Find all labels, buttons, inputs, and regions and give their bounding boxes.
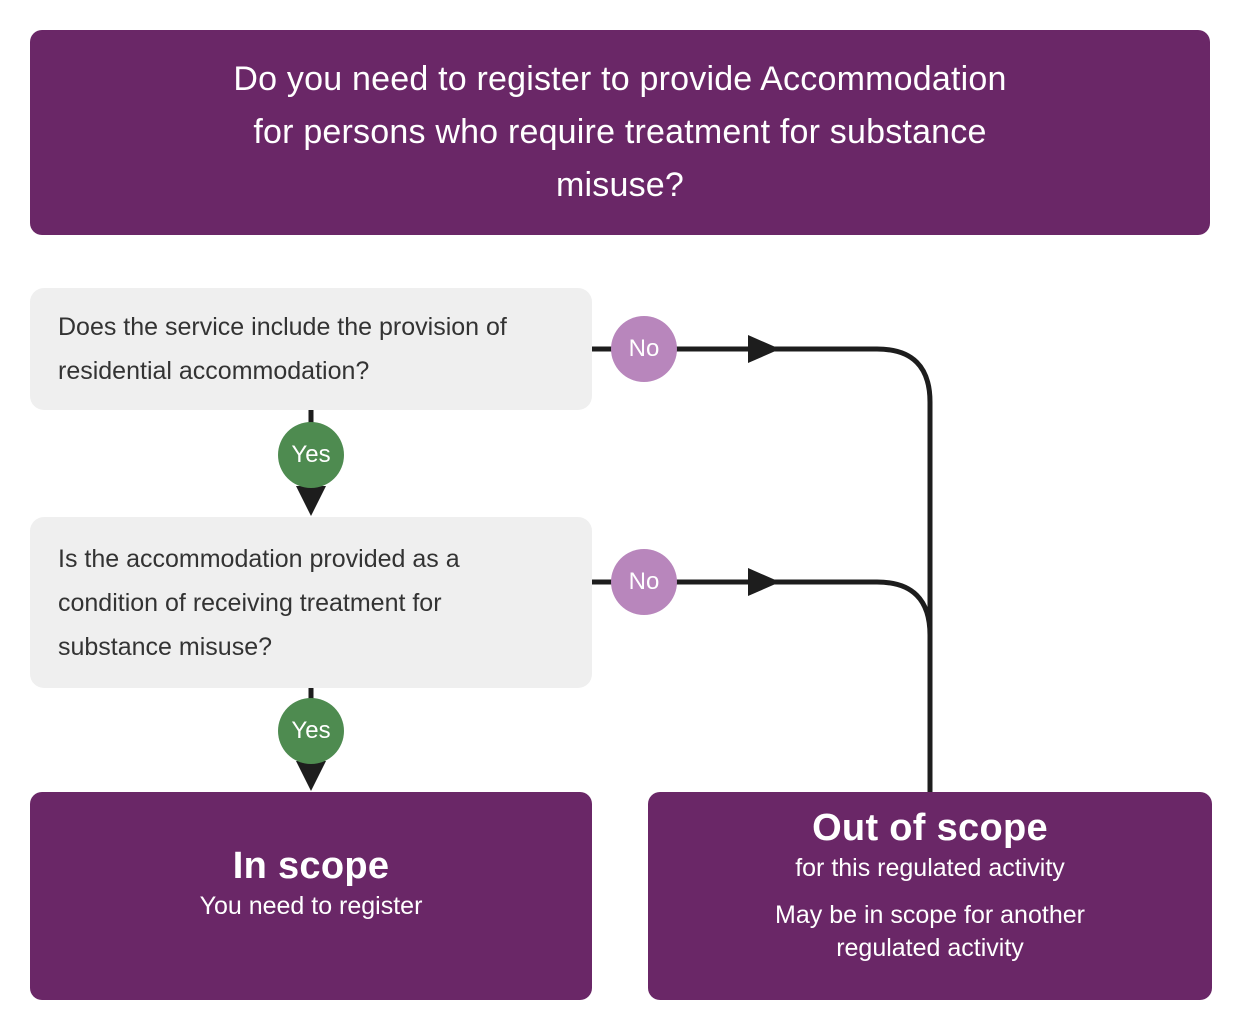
flowchart-title: Do you need to register to provide Accom… <box>30 30 1210 235</box>
decision-yes-badge-2: Yes <box>278 698 344 764</box>
question-2-text: Is the accommodation provided as a <box>58 544 460 573</box>
no-path-1 <box>592 346 933 792</box>
flowchart-title-line: for persons who require treatment for su… <box>253 113 987 151</box>
out-of-scope-note-line: regulated activity <box>836 934 1024 962</box>
in-scope-title: In scope <box>232 845 390 887</box>
arrowhead-no-2 <box>748 568 780 596</box>
decision-yes-label: Yes <box>291 717 331 744</box>
out-of-scope-note: May be in scope for another regulated ac… <box>775 899 1085 965</box>
question-1-text: Does the service include the provision o… <box>58 313 507 341</box>
no-path-2 <box>592 579 933 636</box>
question-box-2: Is the accommodation provided as a condi… <box>30 517 592 688</box>
flowchart-title-line: Do you need to register to provide Accom… <box>233 60 1007 98</box>
arrowhead-no-1 <box>748 335 780 363</box>
decision-no-badge-1: No <box>611 316 677 382</box>
outcome-out-of-scope: Out of scope for this regulated activity… <box>648 792 1212 1000</box>
arrowhead-yes-1 <box>296 486 326 516</box>
flowchart-title-line: misuse? <box>555 166 684 204</box>
decision-yes-badge-1: Yes <box>278 422 344 488</box>
outcome-in-scope: In scope You need to register <box>30 792 592 1000</box>
out-of-scope-note-line: May be in scope for another <box>775 901 1085 929</box>
decision-no-badge-2: No <box>611 549 677 615</box>
question-2-text: condition of receiving treatment for <box>58 588 442 617</box>
decision-no-label: No <box>628 568 660 595</box>
decision-no-label: No <box>628 335 660 362</box>
question-1-text: residential accommodation? <box>58 357 370 385</box>
question-box-1: Does the service include the provision o… <box>30 288 592 410</box>
question-2-text: substance misuse? <box>58 632 273 661</box>
arrowhead-yes-2 <box>296 761 326 791</box>
out-of-scope-title: Out of scope <box>812 807 1048 849</box>
in-scope-subtitle: You need to register <box>199 892 423 920</box>
out-of-scope-subtitle: for this regulated activity <box>795 854 1065 882</box>
decision-yes-label: Yes <box>291 441 331 468</box>
